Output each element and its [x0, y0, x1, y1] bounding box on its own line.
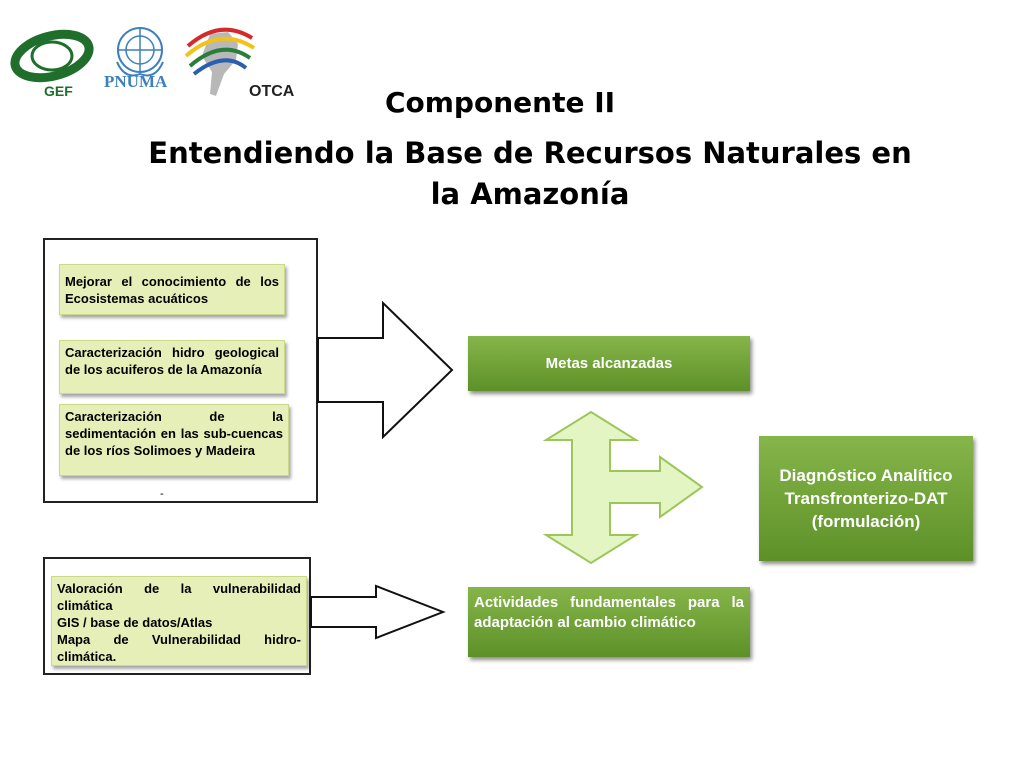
diagnostico-box: Diagnóstico Analítico Transfronterizo-DA… — [759, 436, 973, 561]
diagnostico-line-1: Diagnóstico Analítico — [779, 466, 953, 485]
diagnostico-line-3: (formulación) — [811, 512, 921, 531]
pnuma-label: PNUMA — [104, 72, 168, 91]
gef-logo — [10, 18, 96, 104]
pnuma-logo — [105, 22, 175, 82]
double-green-arrow — [542, 410, 704, 565]
item-sedimentacion: Caracterización de la sedimentación en l… — [59, 404, 289, 476]
title-line-3: la Amazonía — [430, 177, 630, 211]
otca-logo — [180, 16, 260, 100]
gef-label: GEF — [44, 83, 73, 99]
bottom-outline-arrow — [310, 584, 446, 640]
metas-label: Metas alcanzadas — [545, 355, 673, 372]
gef-globe-icon — [10, 29, 94, 83]
top-outline-arrow — [317, 300, 454, 440]
un-emblem-icon — [116, 27, 164, 77]
item-vulnerabilidad: Valoración de la vulnerabilidad climátic… — [51, 576, 307, 666]
top-group-footnote: - — [160, 488, 164, 500]
diagnostico-line-2: Transfronterizo-DAT — [784, 489, 948, 508]
metas-box: Metas alcanzadas — [468, 336, 750, 391]
otca-label: OTCA — [249, 83, 295, 100]
actividades-box: Actividades fundamentales para la adapta… — [468, 587, 750, 657]
item-ecosistemas: Mejorar el conocimiento de los Ecosistem… — [59, 264, 285, 315]
vulnerabilidad-line-1: Valoración de la vulnerabilidad climátic… — [57, 581, 301, 613]
vulnerabilidad-line-3: Mapa de Vulnerabilidad hidro-climática. — [57, 632, 301, 664]
title-line-2: Entendiendo la Base de Recursos Naturale… — [148, 136, 912, 170]
item-hidrogeologia: Caracterización hidro geological de los … — [59, 340, 285, 394]
vulnerabilidad-line-2: GIS / base de datos/Atlas — [57, 615, 213, 630]
title-line-1: Componente II — [384, 86, 616, 119]
otca-map-icon — [184, 27, 256, 96]
